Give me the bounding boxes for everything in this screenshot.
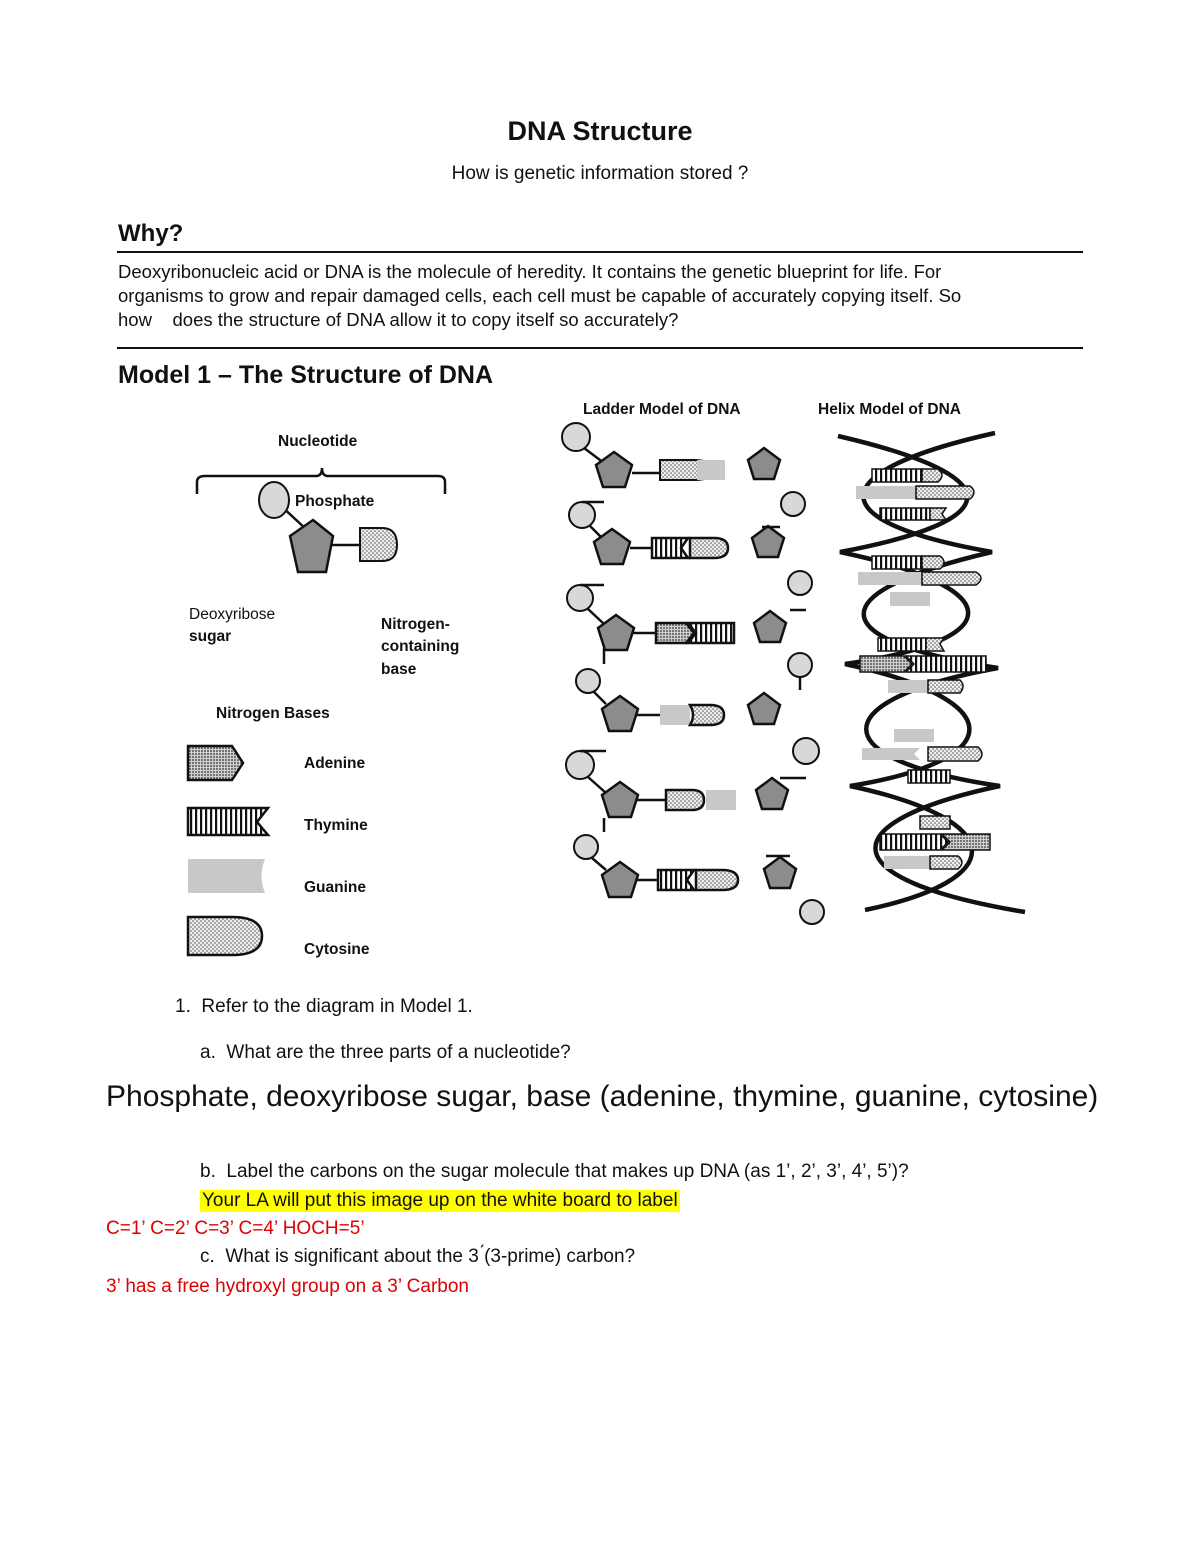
why-heading: Why? [118, 220, 184, 247]
nucleotide-unit [258, 481, 399, 574]
cytosine-label: Cytosine [304, 941, 370, 958]
helix-base-pairs [856, 468, 991, 870]
dna-model-diagram [186, 422, 1026, 957]
guanine-label: Guanine [304, 879, 367, 896]
highlighted-note: Your LA will put this image up on the wh… [200, 1190, 680, 1212]
intro-line-3: how does the structure of DNA allow it t… [118, 309, 679, 330]
sugar-label-line-2: sugar [189, 628, 232, 645]
model-heading: Model 1 – The Structure of DNA [118, 361, 494, 389]
ladder-right-strand [746, 446, 825, 925]
page-title: DNA Structure [507, 116, 693, 146]
base-label-line-3: base [381, 661, 417, 678]
nucleotide-label: Nucleotide [278, 433, 358, 450]
intro-line-2: organisms to grow and repair damaged cel… [118, 285, 962, 306]
intro-line-1: Deoxyribonucleic acid or DNA is the mole… [118, 261, 942, 282]
phosphate-label: Phosphate [295, 493, 375, 510]
nucleotide-bracket [195, 467, 447, 494]
divider-top [117, 251, 1083, 253]
answer-1b: C=1’ C=2’ C=3’ C=4’ HOCH=5’ [106, 1218, 365, 1239]
ladder-model-label: Ladder Model of DNA [583, 401, 741, 418]
question-1b: b. Label the carbons on the sugar molecu… [200, 1161, 909, 1182]
question-1a: a. What are the three parts of a nucleot… [200, 1042, 571, 1063]
divider-bottom [117, 347, 1083, 349]
adenine-label: Adenine [304, 755, 366, 772]
ladder-left-strand [561, 422, 740, 899]
answer-1c: 3’ has a free hydroxyl group on a 3’ Car… [106, 1276, 469, 1297]
page-subtitle: How is genetic information stored ? [451, 163, 749, 184]
helix-model-label: Helix Model of DNA [818, 401, 961, 418]
nitrogen-bases-heading: Nitrogen Bases [216, 705, 330, 722]
question-1c: c. What is significant about the 3 ́(3-p… [200, 1246, 636, 1267]
question-1: 1. Refer to the diagram in Model 1. [175, 996, 473, 1017]
answer-1a: Phosphate, deoxyribose sugar, base (aden… [106, 1080, 1099, 1113]
intro-paragraph: Deoxyribonucleic acid or DNA is the mole… [118, 260, 1093, 332]
thymine-label: Thymine [304, 817, 368, 834]
base-key [186, 744, 271, 957]
base-label-line-1: Nitrogen- [381, 616, 450, 633]
base-label-line-2: containing [381, 638, 460, 655]
sugar-label-line-1: Deoxyribose [189, 606, 276, 623]
